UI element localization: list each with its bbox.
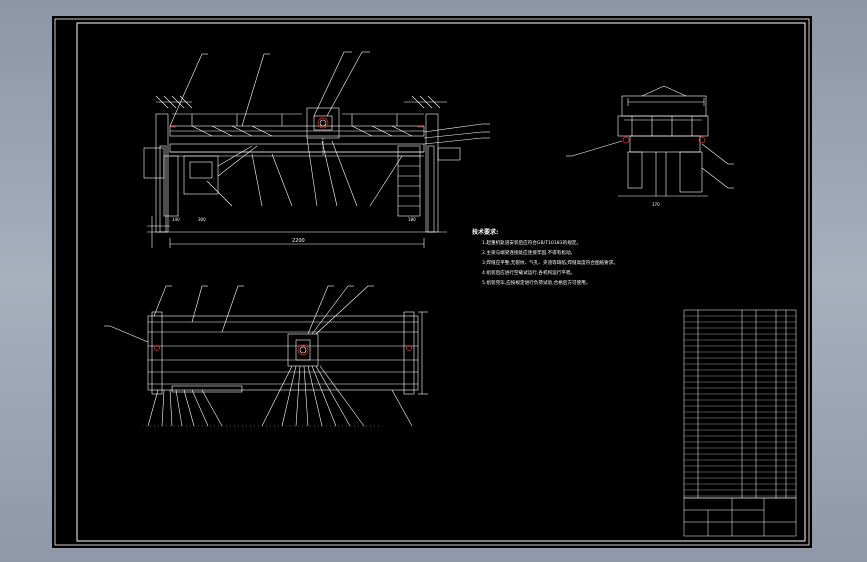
parts-list-table [683,309,797,499]
requirement-line: 1.起重机轨道安装后应符合GB/T10183的规定。 [482,241,581,246]
right-offset-dimension: 180 [408,217,416,222]
requirement-line: 2.主梁与端梁连接处应连接牢固,不得有松动。 [482,251,576,256]
front-view [143,51,490,248]
title-block [683,497,797,537]
side-view [566,85,734,197]
span-dimension: 2200 [292,238,305,244]
crane-assembly-drawing: 2200 140 300 180 170 [54,18,810,546]
requirements-title: 技术要求: [472,229,499,236]
left-offset-2-dimension: 300 [198,217,206,222]
requirement-line: 4.组装后应进行空载试运行,各机构运行平稳。 [482,271,576,276]
side-width-dimension: 170 [652,202,660,207]
plan-view [104,285,428,427]
requirement-line: 5.组装完毕,应按规定进行负荷试验,合格后方可使用。 [482,281,591,286]
requirement-line: 3.焊缝应平整,无裂纹、气孔、夹渣等缺陷,焊缝高度符合图纸要求。 [482,261,618,266]
red-markers [170,117,424,129]
technical-requirements: 技术要求: 1.起重机轨道安装后应符合GB/T10183的规定。 2.主梁与端梁… [472,228,722,289]
outer-border [54,18,810,546]
drawing-sheet: 2200 140 300 180 170 [52,16,812,548]
left-offset-dimension: 140 [172,217,180,222]
inner-border [76,22,806,542]
